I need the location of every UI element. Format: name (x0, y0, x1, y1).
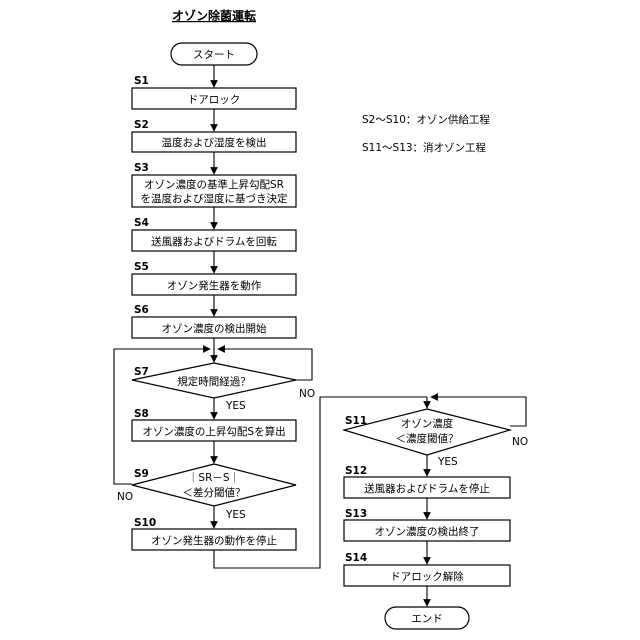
s5-text: オゾン発生器を動作 (167, 279, 262, 292)
end-label: エンド (411, 613, 443, 625)
s13-text: オゾン濃度の検出終了 (375, 525, 480, 538)
diagram-title: オゾン除菌運転 (172, 8, 256, 23)
s11-yes-label: YES (437, 456, 458, 468)
step-id-s12: S12 (345, 465, 367, 477)
s9-yes-label: YES (225, 509, 246, 521)
process-s3: オゾン濃度の基準上昇勾配SR を温度および湿度に基づき決定 (132, 175, 296, 207)
s9-text-line2: ＜差分閾値？ (183, 486, 246, 499)
s2-text: 温度および湿度を検出 (162, 136, 267, 149)
s1-text: ドアロック (188, 94, 241, 106)
step-id-s6: S6 (134, 304, 149, 316)
step-id-s7: S7 (134, 366, 149, 378)
step-id-s9: S9 (134, 468, 149, 480)
step-id-s8: S8 (134, 408, 149, 420)
s3-text-line2: を温度および湿度に基づき決定 (141, 192, 288, 205)
decision-s9: ｜SR－S｜ ＜差分閾値？ (132, 464, 296, 506)
s11-no-label: NO (512, 436, 528, 448)
s12-text: 送風器およびドラムを停止 (364, 482, 490, 495)
process-s13: オゾン濃度の検出終了 (344, 520, 510, 541)
s9-text-line1: ｜SR－S｜ (188, 471, 240, 484)
process-s2: 温度および湿度を検出 (132, 132, 296, 152)
step-id-s14: S14 (345, 552, 367, 564)
process-s6: オゾン濃度の検出開始 (132, 317, 296, 338)
decision-s7: 規定時間経過？ (132, 363, 296, 398)
s7-text: 規定時間経過？ (177, 375, 251, 388)
s11-text-line1: オゾン濃度 (401, 417, 454, 430)
s6-text: オゾン濃度の検出開始 (162, 322, 267, 335)
process-s4: 送風器およびドラムを回転 (132, 230, 296, 251)
step-id-s4: S4 (134, 217, 149, 229)
s8-text: オゾン濃度の上昇勾配Sを算出 (142, 425, 285, 438)
process-s8: オゾン濃度の上昇勾配Sを算出 (132, 420, 296, 441)
start-label: スタート (193, 49, 235, 61)
s11-text-line2: ＜濃度閾値？ (396, 432, 459, 445)
process-s10: オゾン発生器の動作を停止 (132, 529, 296, 550)
step-id-s1: S1 (134, 75, 149, 87)
s10-text: オゾン発生器の動作を停止 (151, 534, 277, 547)
step-id-s5: S5 (134, 261, 149, 273)
decision-s11: オゾン濃度 ＜濃度閾値？ (344, 409, 510, 455)
step-id-s13: S13 (345, 508, 367, 520)
end-terminal: エンド (385, 607, 469, 629)
process-s1: ドアロック (132, 88, 296, 109)
s14-text: ドアロック解除 (390, 570, 464, 583)
start-terminal: スタート (171, 43, 257, 65)
step-id-s10: S10 (134, 517, 156, 529)
process-s14: ドアロック解除 (344, 565, 510, 586)
s7-no-label: NO (299, 388, 315, 400)
s3-text-line1: オゾン濃度の基準上昇勾配SR (144, 178, 284, 191)
process-s5: オゾン発生器を動作 (132, 274, 296, 295)
s4-text: 送風器およびドラムを回転 (151, 235, 277, 248)
step-id-s2: S2 (134, 119, 149, 131)
note-ozone-removal: S11～S13：消オゾン工程 (362, 141, 487, 154)
process-s12: 送風器およびドラムを停止 (344, 477, 510, 498)
note-ozone-supply: S2～S10：オゾン供給工程 (362, 113, 490, 126)
s7-yes-label: YES (225, 400, 246, 412)
step-id-s3: S3 (134, 162, 149, 174)
s9-no-label: NO (117, 491, 133, 503)
